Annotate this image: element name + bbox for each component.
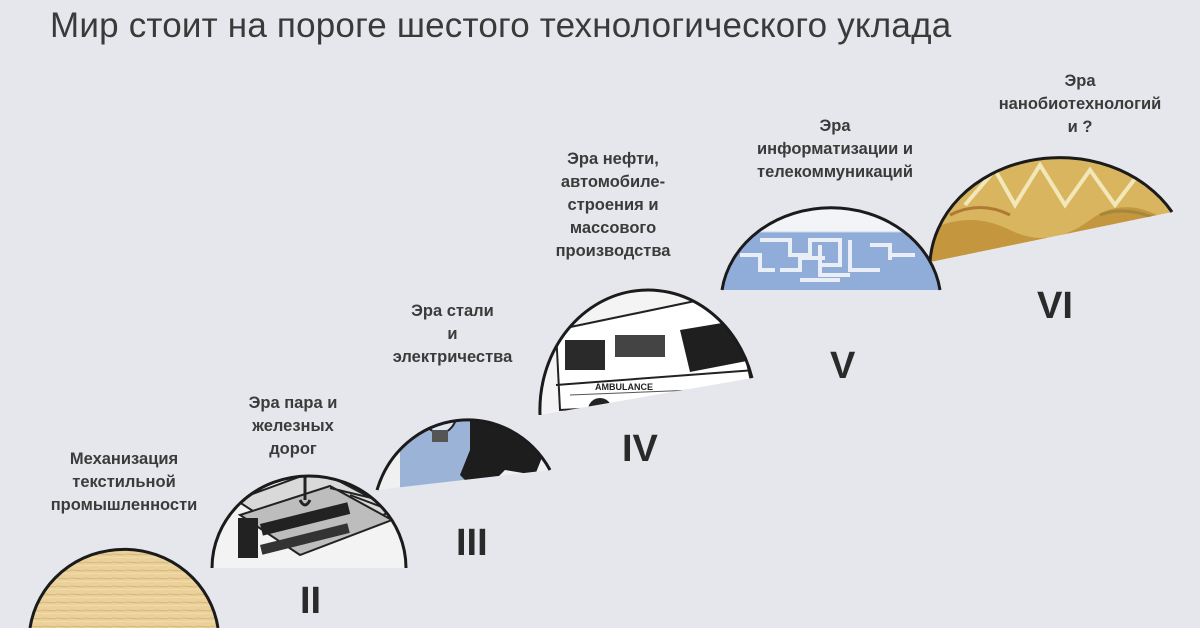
stage-3-label: Эра стали и электричества <box>392 302 513 366</box>
stage-4-label: Эра нефти, автомобиле- строения и массов… <box>555 150 671 260</box>
circuit-board-icon <box>720 206 942 291</box>
stage-5-numeral: V <box>830 345 856 387</box>
stage-1-label: Механизация текстильной промышленности <box>50 450 198 514</box>
nano-wave-icon <box>928 156 1174 263</box>
lightbulb-businessman-icon <box>375 418 552 491</box>
stage-4-numeral: IV <box>622 428 658 470</box>
stage-6-label: Эра нанобиотехнологий и ? <box>998 72 1162 136</box>
steel-beam-icon <box>210 474 408 569</box>
stage-6-numeral: VI <box>1037 285 1073 327</box>
textile-icon <box>28 547 220 628</box>
stage-5-label: Эра информатизации и телекоммуникаций <box>757 117 913 181</box>
stage-3-numeral: III <box>456 522 488 564</box>
ambulance-icon: AMBULANCE <box>538 288 754 416</box>
stage-2-label: Эра пара и железных дорог <box>248 394 338 458</box>
page-title: Мир стоит на пороге шестого технологичес… <box>50 6 952 45</box>
stage-2-numeral: II <box>300 580 322 622</box>
ambulance-text: AMBULANCE <box>595 382 653 392</box>
